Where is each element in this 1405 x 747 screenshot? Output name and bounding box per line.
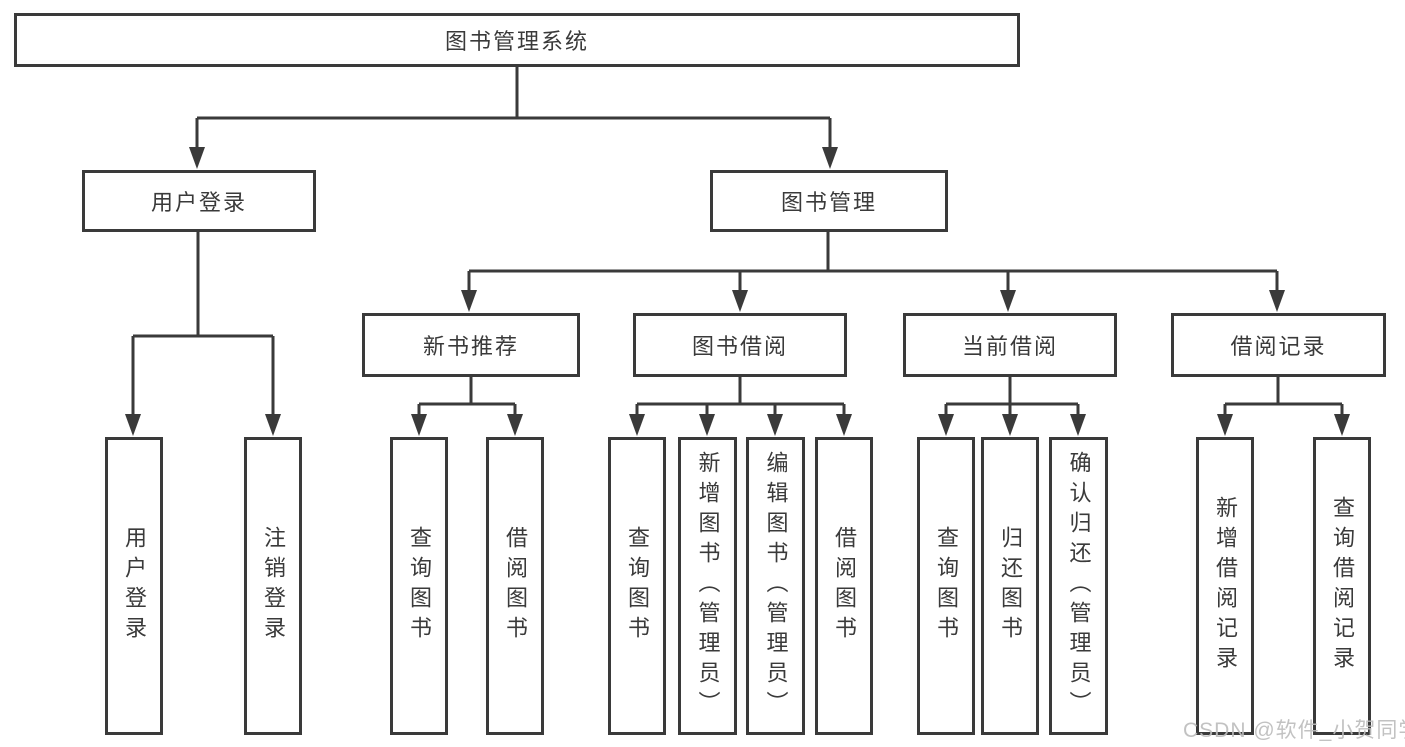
user-login-children-connector [125,232,281,436]
arrowhead [1334,414,1350,436]
leaf-add-books-admin: 新增图书（管理员） [678,437,737,735]
node-borrow-records: 借阅记录 [1171,313,1386,377]
arrowhead [938,414,954,436]
arrowhead [836,414,852,436]
leaf-user-login: 用户登录 [105,437,163,735]
node-new-book-recommend: 新书推荐 [362,313,580,377]
arrowhead [189,147,205,169]
arrowhead [1070,414,1086,436]
csdn-watermark: CSDN @软件_小贺同学 [1183,719,1405,742]
leaf-logout: 注销登录 [244,437,302,735]
arrowhead [265,414,281,436]
leaf-edit-books-admin: 编辑图书（管理员） [746,437,805,735]
node-current-borrow: 当前借阅 [903,313,1117,377]
arrowhead [699,414,715,436]
current-borrow-children-connector [938,377,1086,436]
node-book-borrow: 图书借阅 [633,313,847,377]
arrowhead [732,290,748,312]
leaf-query-books: 查询图书 [917,437,975,735]
leaf-return-books: 归还图书 [981,437,1039,735]
borrow-records-children-connector [1217,377,1350,436]
node-book-management: 图书管理 [710,170,948,232]
root-to-level2-connector [189,66,838,169]
leaf-borrow-books: 借阅图书 [815,437,873,735]
leaf-query-borrow-record: 查询借阅记录 [1313,437,1371,735]
arrowhead [1002,414,1018,436]
node-user-login: 用户登录 [82,170,316,232]
arrowhead [629,414,645,436]
book-borrow-children-connector [629,377,852,436]
arrowhead [1000,290,1016,312]
book-mgmt-children-connector [461,232,1285,312]
node-root-system: 图书管理系统 [14,13,1020,67]
arrowhead [411,414,427,436]
arrowhead [1217,414,1233,436]
arrowhead [822,147,838,169]
arrowhead [507,414,523,436]
new-book-rec-children-connector [411,377,523,436]
arrowhead [767,414,783,436]
leaf-borrow-books: 借阅图书 [486,437,544,735]
leaf-confirm-return-admin: 确认归还（管理员） [1049,437,1108,735]
leaf-query-books: 查询图书 [390,437,448,735]
arrowhead [125,414,141,436]
leaf-query-books: 查询图书 [608,437,666,735]
leaf-add-borrow-record: 新增借阅记录 [1196,437,1254,735]
arrowhead [1269,290,1285,312]
arrowhead [461,290,477,312]
